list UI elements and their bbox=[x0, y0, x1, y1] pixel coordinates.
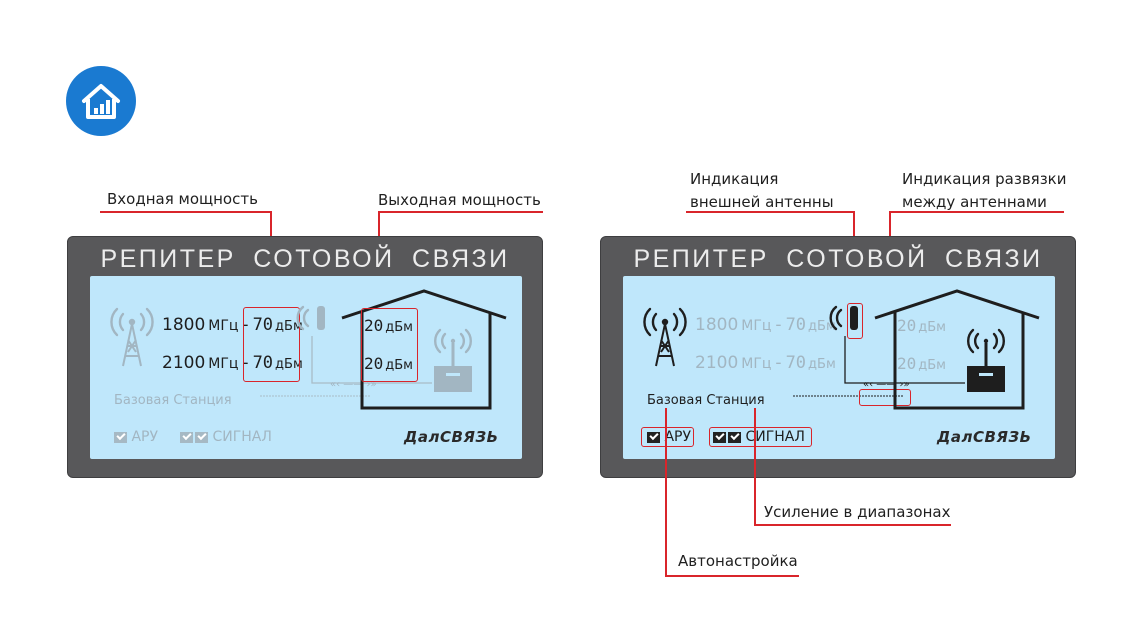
band-dash: - bbox=[775, 353, 782, 373]
cell-tower-icon bbox=[643, 307, 687, 367]
band-freq: 1800 bbox=[162, 315, 206, 335]
house-icon bbox=[341, 289, 507, 410]
isolation-callout-line1: Индикация развязки bbox=[902, 170, 1067, 188]
signal-indicator: СИГНАЛ bbox=[180, 429, 272, 445]
callout-line bbox=[754, 408, 756, 525]
checkbox-icon bbox=[195, 431, 208, 443]
svg-text:«‹ —— ›»: «‹ —— ›» bbox=[330, 379, 377, 390]
band-level: 70 bbox=[785, 315, 807, 335]
band-dash: - bbox=[242, 315, 249, 335]
router-icon bbox=[434, 328, 472, 392]
external-antenna-icon bbox=[829, 305, 858, 331]
callout-line bbox=[378, 211, 543, 213]
signal-indicator: СИГНАЛ bbox=[713, 429, 805, 445]
checkbox-icon bbox=[114, 431, 127, 443]
band-level-unit: дБм bbox=[808, 357, 836, 372]
checkbox-icon bbox=[713, 431, 726, 443]
callout-line bbox=[100, 211, 271, 213]
output-unit: дБм bbox=[918, 320, 946, 335]
aru-indicator: АРУ bbox=[114, 429, 158, 445]
band-unit: МГц bbox=[741, 356, 772, 372]
external-antenna-icon bbox=[296, 305, 325, 331]
ext-antenna-callout-line2: внешней антенны bbox=[690, 193, 834, 211]
band-level: 70 bbox=[252, 315, 274, 335]
input-power-callout: Входная мощность bbox=[107, 190, 258, 208]
aru-highlight bbox=[641, 427, 694, 447]
auto-tune-callout: Автонастройка bbox=[678, 552, 798, 570]
callout-line bbox=[665, 408, 667, 576]
output-level: 20 bbox=[364, 354, 384, 373]
brand-logo: ДалСВЯЗЬ bbox=[404, 428, 499, 446]
output-unit: дБм bbox=[385, 320, 413, 335]
brand-logo: ДалСВЯЗЬ bbox=[937, 428, 1032, 446]
home-chart-logo bbox=[66, 66, 136, 136]
panel-title: РЕПИТЕР СОТОВОЙ СВЯЗИ bbox=[100, 245, 510, 273]
house-icon bbox=[874, 289, 1040, 410]
band-freq: 2100 bbox=[695, 353, 739, 373]
output-power-callout: Выходная мощность bbox=[378, 191, 541, 209]
isolation-callout-line2: между антеннами bbox=[902, 193, 1047, 211]
router-icon bbox=[967, 328, 1005, 392]
band-unit: МГц bbox=[208, 356, 239, 372]
band-level: 70 bbox=[252, 353, 274, 373]
base-station-label: Базовая Станция bbox=[114, 393, 232, 408]
band-unit: МГц bbox=[741, 318, 772, 334]
output-unit: дБм bbox=[385, 358, 413, 373]
signal-label: СИГНАЛ bbox=[745, 429, 805, 445]
aru-label: АРУ bbox=[664, 429, 692, 445]
callout-line bbox=[686, 211, 854, 213]
band-level-unit: дБм bbox=[275, 319, 303, 334]
band-level-unit: дБм bbox=[275, 357, 303, 372]
panel-title: РЕПИТЕР СОТОВОЙ СВЯЗИ bbox=[633, 245, 1043, 273]
output-level: 20 bbox=[364, 316, 384, 335]
callout-line bbox=[889, 211, 1064, 213]
band-dash: - bbox=[242, 353, 249, 373]
base-station-label: Базовая Станция bbox=[647, 393, 765, 408]
band-freq: 2100 bbox=[162, 353, 206, 373]
output-level: 20 bbox=[897, 316, 917, 335]
band-level-unit: дБм bbox=[808, 319, 836, 334]
aru-label: АРУ bbox=[131, 429, 159, 445]
band-dash: - bbox=[775, 315, 782, 335]
signal-label: СИГНАЛ bbox=[212, 429, 272, 445]
callout-line bbox=[754, 524, 951, 526]
ext-antenna-callout-line1: Индикация bbox=[690, 170, 779, 188]
antenna-cable: «‹ —— ›» bbox=[260, 336, 432, 397]
input-power-highlight bbox=[243, 307, 300, 382]
output-power-highlight bbox=[361, 308, 418, 382]
checkbox-icon bbox=[728, 431, 741, 443]
band-freq: 1800 bbox=[695, 315, 739, 335]
ext-antenna-highlight bbox=[847, 303, 863, 339]
cell-tower-icon bbox=[110, 307, 154, 367]
output-unit: дБм bbox=[918, 358, 946, 373]
band-level: 70 bbox=[785, 353, 807, 373]
band-gain-callout: Усиление в диапазонах bbox=[764, 503, 951, 521]
checkbox-icon bbox=[180, 431, 193, 443]
signal-highlight bbox=[709, 427, 812, 447]
isolation-highlight bbox=[859, 389, 911, 406]
band-unit: МГц bbox=[208, 318, 239, 334]
output-level: 20 bbox=[897, 354, 917, 373]
antenna-cable: «‹ —— ›» bbox=[793, 336, 965, 397]
checkbox-icon bbox=[647, 431, 660, 443]
svg-text:«‹ —— ›»: «‹ —— ›» bbox=[863, 379, 910, 390]
home-chart-icon bbox=[82, 84, 120, 119]
callout-line bbox=[665, 575, 799, 577]
aru-indicator: АРУ bbox=[647, 429, 691, 445]
